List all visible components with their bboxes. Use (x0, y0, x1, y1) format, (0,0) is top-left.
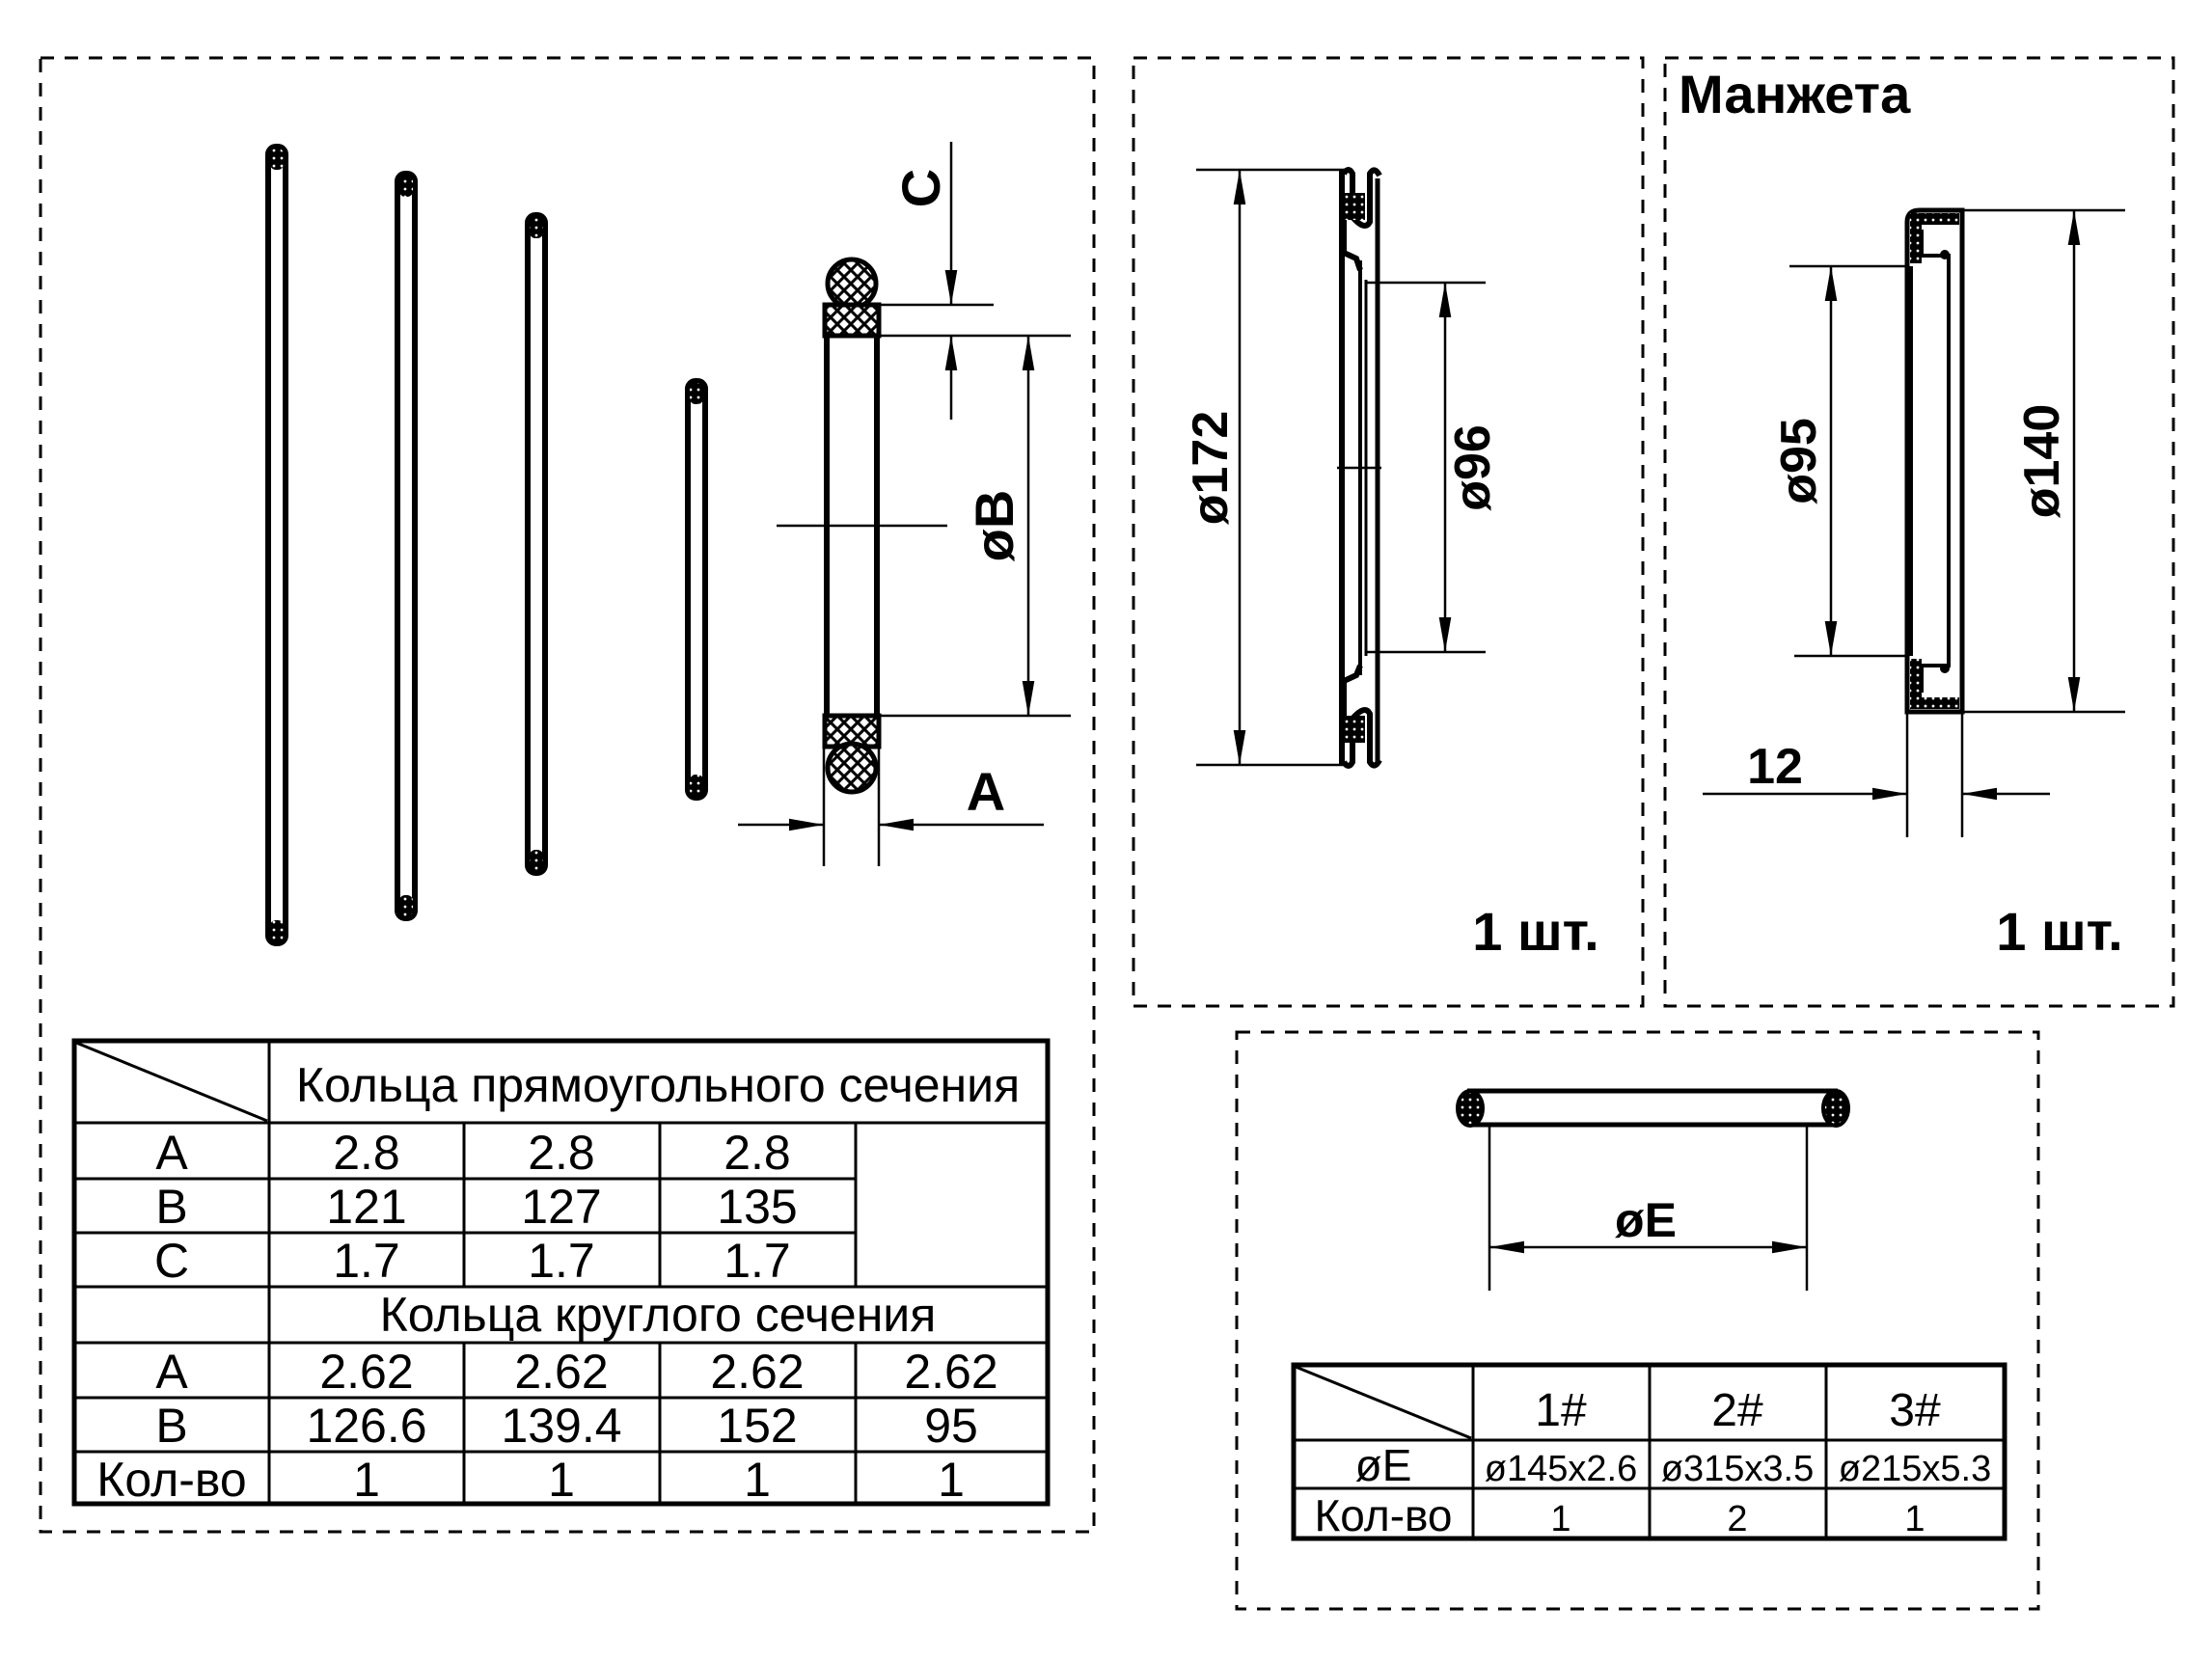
round-row-value: 1 (548, 1453, 575, 1507)
rect-row-value: 1.7 (333, 1234, 400, 1288)
seal-section-drawing (1196, 167, 1486, 769)
ring-profile-2 (395, 171, 418, 921)
rect-row-value: 135 (717, 1180, 797, 1234)
table-corner-diagonal (75, 1041, 268, 1123)
round-row-value: 2.62 (319, 1345, 413, 1399)
middle-quantity: 1 шт. (1472, 901, 1598, 962)
oring-row-value: 1 (1550, 1499, 1570, 1539)
round-row-value: 1 (938, 1453, 965, 1507)
left-panel-frame (39, 56, 1096, 1534)
rect-row-label: A (155, 1126, 188, 1180)
round-row-value: 126.6 (306, 1399, 426, 1453)
cuff-title: Манжета (1679, 64, 1911, 124)
oring-panel-frame (1235, 1030, 2040, 1611)
oring-table-corner-diagonal (1295, 1365, 1472, 1440)
dim-label-width-12: 12 (1747, 739, 1803, 795)
rect-row-value: 2.8 (333, 1126, 400, 1180)
oring-row-label: Кол-во (1314, 1490, 1452, 1540)
dim-label-c: C (890, 169, 951, 207)
dim-label-b: øB (964, 490, 1024, 562)
round-row-value: 2.62 (514, 1345, 608, 1399)
oring-row-label: øE (1355, 1440, 1412, 1490)
round-row-label: Кол-во (96, 1453, 246, 1507)
oring-col-header: 3# (1889, 1385, 1941, 1436)
rect-row-value: 127 (521, 1180, 601, 1234)
rect-row-value: 1.7 (528, 1234, 595, 1288)
middle-panel-frame (1132, 56, 1645, 1008)
round-row-label: B (155, 1399, 187, 1453)
dim-label-inner-96: ø96 (1445, 424, 1501, 511)
oring-drawing (1456, 1088, 1850, 1291)
ring-profile-1 (265, 144, 288, 946)
round-row-value: 95 (924, 1399, 978, 1453)
rect-row-value: 2.8 (724, 1126, 791, 1180)
round-rings-header: Кольца круглого сечения (380, 1288, 937, 1342)
oring-row-value: ø315x3.5 (1661, 1449, 1814, 1489)
oring-col-header: 1# (1535, 1385, 1587, 1436)
dim-label-e: øE (1615, 1193, 1677, 1247)
ring-profile-4 (685, 378, 708, 801)
cuff-section-drawing (1703, 207, 2125, 837)
dim-label-inner-95: ø95 (1771, 418, 1827, 504)
round-row-value: 139.4 (501, 1399, 621, 1453)
round-row-value: 2.62 (710, 1345, 804, 1399)
rect-row-label: C (154, 1234, 189, 1288)
round-row-label: A (155, 1345, 188, 1399)
right-panel-frame (1663, 56, 2175, 1008)
rect-rings-header: Кольца прямоугольного сечения (296, 1058, 1020, 1112)
oring-table (1291, 1362, 2007, 1541)
round-row-value: 1 (353, 1453, 380, 1507)
ring-section-drawing (738, 142, 1071, 866)
oring-row-value: ø215x5.3 (1839, 1449, 1991, 1489)
right-quantity: 1 шт. (1996, 901, 2122, 962)
oring-row-value: 2 (1727, 1499, 1747, 1539)
dim-label-outer-140: ø140 (2014, 404, 2070, 519)
ring-profile-3 (525, 212, 548, 876)
rect-row-value: 121 (326, 1180, 406, 1234)
dim-label-outer-172: ø172 (1183, 411, 1239, 526)
oring-row-value: 1 (1904, 1499, 1925, 1539)
rings-table (71, 1038, 1051, 1507)
dim-label-a: A (967, 761, 1005, 822)
oring-col-header: 2# (1711, 1385, 1763, 1436)
rect-row-label: B (155, 1180, 187, 1234)
rect-row-value: 1.7 (724, 1234, 791, 1288)
round-row-value: 2.62 (904, 1345, 997, 1399)
rect-row-value: 2.8 (528, 1126, 595, 1180)
oring-row-value: ø145x2.6 (1485, 1449, 1637, 1489)
round-row-value: 1 (744, 1453, 771, 1507)
round-row-value: 152 (717, 1399, 797, 1453)
